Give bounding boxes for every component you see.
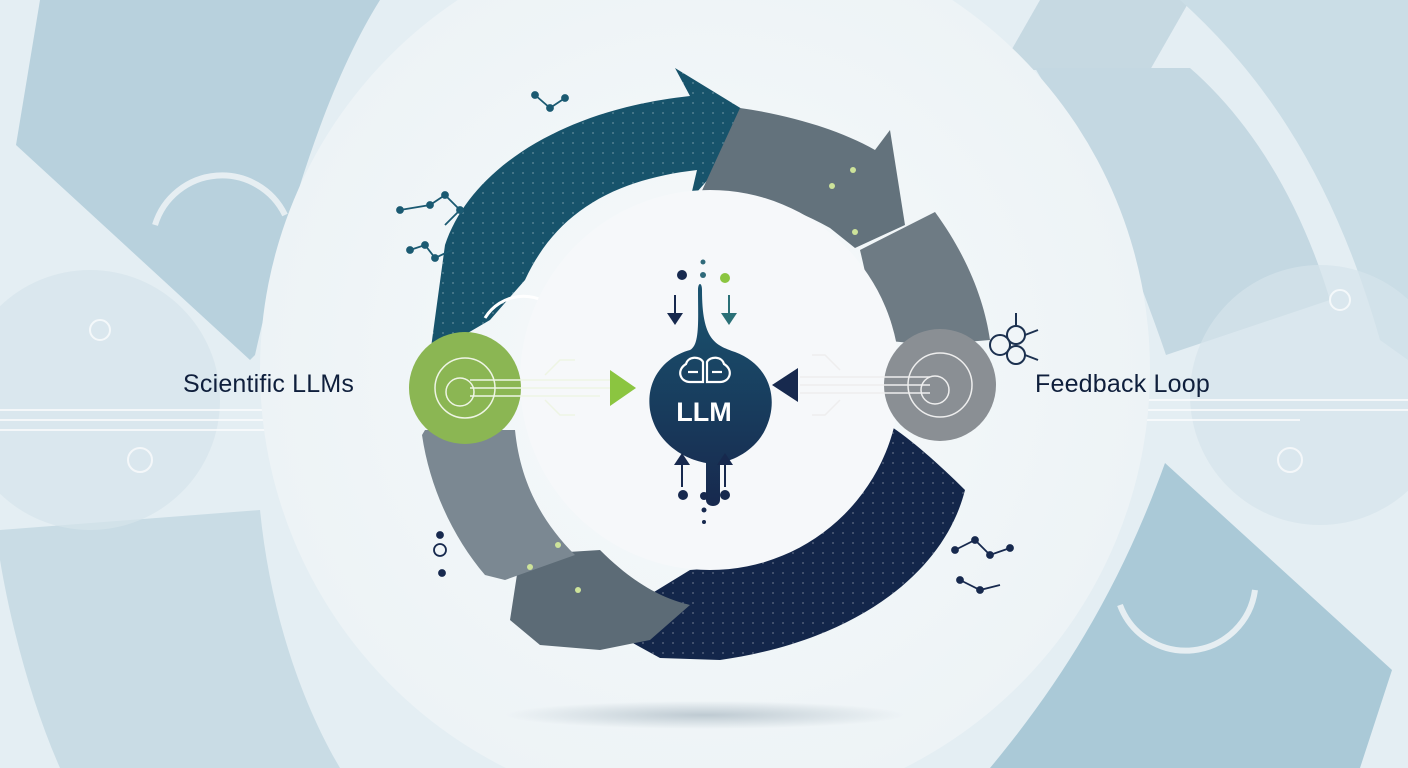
brain-icon [679, 356, 731, 384]
arrow-right [860, 212, 990, 345]
arrow-top-right [700, 108, 905, 248]
arrow-glyphs [527, 167, 858, 593]
scientific-llms-node [409, 332, 636, 444]
feedback-loop-label: Feedback Loop [1035, 370, 1210, 398]
arrow-right-icon [610, 370, 636, 406]
llm-core-label: LLM [676, 397, 732, 427]
molecule-decorations [396, 91, 569, 262]
ground-shadow [505, 701, 905, 729]
llm-core [649, 259, 772, 524]
arrow-left-icon [772, 368, 798, 402]
scientific-llms-label: Scientific LLMs [183, 370, 355, 398]
cycle-arrows [422, 68, 990, 660]
arrow-bottom-left [510, 550, 690, 650]
molecule-icon [989, 313, 1039, 365]
feedback-loop-node [772, 313, 1039, 441]
arrow-left [422, 430, 575, 580]
